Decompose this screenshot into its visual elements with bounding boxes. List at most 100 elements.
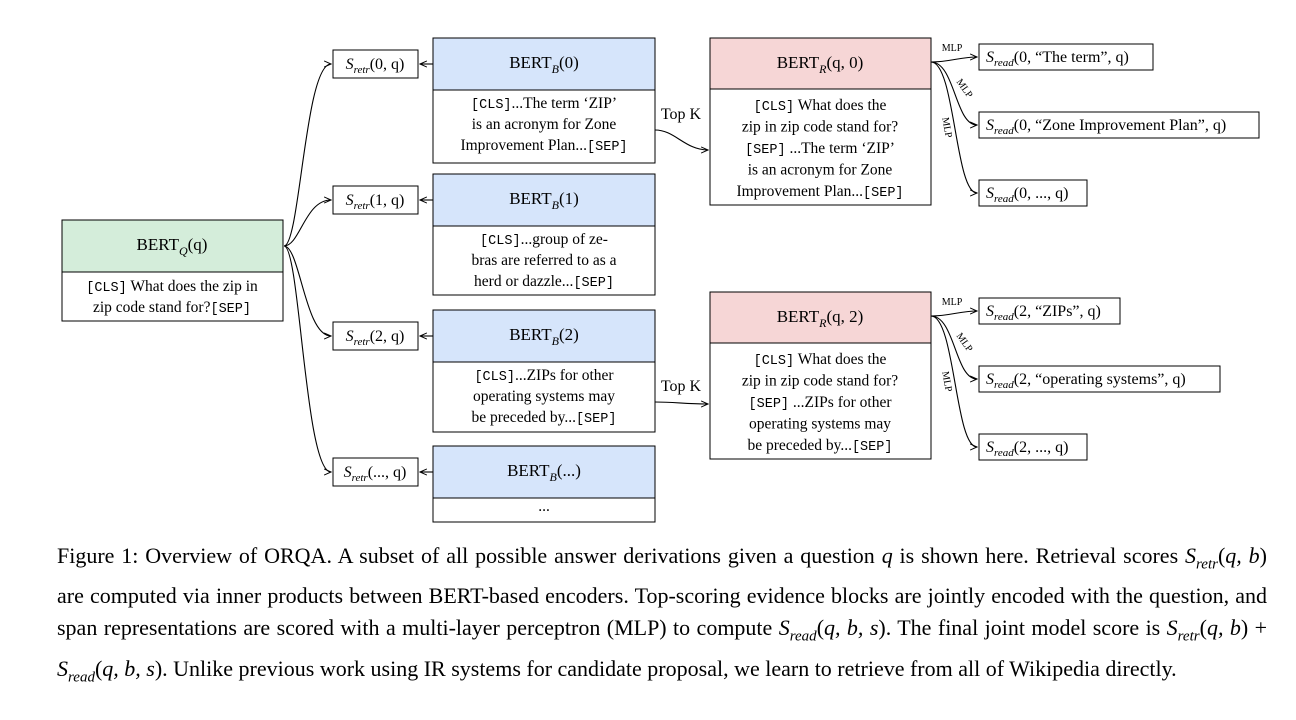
retrieval-score-3: Sretr(..., q)	[332, 457, 419, 487]
evidence-encoder-label: BERTB(1)	[509, 189, 579, 212]
reader-encoder-header	[709, 291, 932, 344]
caption-fragment: q, b	[1225, 543, 1260, 568]
read-score-0-2: Sread(0, ..., q)	[978, 179, 1088, 207]
reader-text-box	[709, 88, 932, 206]
caption-fragment: )	[1259, 543, 1267, 568]
mlp-label: MLP	[942, 43, 963, 54]
reader-0: BERTR(q, 0) [CLS] What does the zip in zip…	[661, 37, 975, 206]
evidence-block-0: BERTB(0) [CLS]...The term ‘ZIP’ is an acro…	[432, 37, 656, 164]
caption-fragment: is shown here. Retrieval scores	[892, 543, 1186, 568]
figure-caption: Figure 1: Overview of ORQA. A subset of …	[57, 540, 1267, 693]
evidence-block-2: BERTB(2)[CLS]...ZIPs for otheroperating …	[432, 309, 656, 433]
read-score-label: Sread(2, “ZIPs”, q)	[986, 303, 1101, 323]
read-score-box	[978, 433, 1088, 461]
mlp-arrow	[930, 315, 977, 379]
caption-fragment: )	[878, 615, 886, 641]
topk-arrow	[654, 402, 708, 404]
caption-fragment: are computed via inner products between …	[57, 583, 1267, 641]
evidence-text-line: is an acronym for Zone	[472, 116, 617, 133]
question-encoder-label: BERTQ(q)	[137, 235, 208, 258]
mlp-arrow	[930, 311, 977, 317]
reader-encoder-label: BERTR(q, 2)	[777, 307, 864, 330]
question-to-score-arrow	[283, 64, 331, 247]
evidence-text-box	[432, 225, 656, 296]
caption-fragment: S	[1166, 615, 1178, 641]
evidence-encoder-label: BERTB(2)	[509, 325, 579, 348]
question-text-box	[61, 271, 284, 322]
caption-subscript: retr	[1196, 556, 1218, 573]
caption-fragment: q	[881, 543, 893, 568]
retrieval-score-1: Sretr(1, q)	[332, 185, 419, 215]
retrieval-score-box	[332, 457, 419, 487]
retrieval-score-2: Sretr(2, q)	[332, 321, 419, 351]
reader-text-line: [SEP] ...The term ‘ZIP’	[745, 140, 895, 158]
caption-fragment: Figure 1: Overview of ORQA. A subset of …	[57, 543, 882, 568]
retrieval-score-label: Sretr(2, q)	[346, 328, 405, 348]
read-score-0-0: Sread(0, “The term”, q)	[978, 43, 1154, 71]
read-score-box	[978, 297, 1121, 325]
retrieval-score-label: Sretr(0, q)	[346, 56, 405, 76]
evidence-text-line: operating systems may	[473, 388, 615, 405]
caption-subscript: read	[789, 628, 817, 645]
diagram-edges	[283, 57, 977, 472]
evidence-encoder-label: BERTB(...)	[507, 461, 581, 484]
retrieval-score-label: Sretr(..., q)	[344, 464, 407, 484]
read-score-label: Sread(2, “operating systems”, q)	[986, 371, 1186, 391]
read-score-box	[978, 111, 1260, 139]
evidence-text-box	[432, 361, 656, 433]
caption-fragment: q, b, s	[102, 655, 155, 681]
evidence-text-line: herd or dazzle...[SEP]	[474, 273, 614, 291]
question-text-line: [CLS] What does the zip in	[86, 278, 258, 296]
evidence-encoder-label: BERTB(0)	[509, 53, 579, 76]
reader-text-line: [CLS] What does the	[754, 97, 887, 115]
topk-arrow	[654, 129, 708, 150]
read-score-1-1: Sread(2, “operating systems”, q)	[978, 365, 1221, 393]
evidence-text-line: Improvement Plan...[SEP]	[460, 137, 627, 155]
retrieval-score-label: Sretr(1, q)	[346, 192, 405, 212]
read-score-label: Sread(0, “Zone Improvement Plan”, q)	[986, 117, 1226, 137]
read-score-label: Sread(0, “The term”, q)	[986, 49, 1129, 69]
caption-fragment: (	[1217, 543, 1226, 568]
mlp-label: MLP	[939, 116, 953, 139]
evidence-text-box	[432, 497, 656, 523]
evidence-text-box	[432, 89, 656, 164]
caption-fragment: (	[1199, 615, 1207, 641]
read-score-box	[978, 365, 1221, 393]
topk-label: Top K	[661, 106, 702, 123]
reader-1: BERTR(q, 2) [CLS] What does the zip in zip…	[661, 291, 975, 460]
caption-fragment: (	[816, 615, 825, 641]
read-score-1-0: Sread(2, “ZIPs”, q)	[978, 297, 1121, 325]
caption-fragment: S	[57, 655, 68, 681]
reader-encoder-label: BERTR(q, 0)	[777, 53, 864, 76]
reader-text-line: zip in zip code stand for?	[742, 119, 898, 136]
mlp-arrow	[930, 315, 977, 447]
caption-fragment: q, b, s	[824, 615, 879, 641]
evidence-block-3: BERTB(...)...	[432, 445, 656, 523]
caption-fragment: q, b	[1206, 615, 1241, 641]
mlp-label: MLP	[939, 370, 953, 393]
read-score-box	[978, 43, 1154, 71]
caption-fragment: S	[1185, 543, 1197, 568]
reader-text-line: operating systems may	[749, 416, 891, 433]
reader-text-line: [CLS] What does the	[754, 351, 887, 369]
reader-text-line: [SEP] ...ZIPs for other	[749, 394, 893, 412]
evidence-block-1: BERTB(1)[CLS]...group of ze-bras are ref…	[432, 173, 656, 296]
evidence-text-line: ...	[538, 498, 550, 515]
caption-fragment: )	[154, 655, 163, 681]
reader-text-line: Improvement Plan...[SEP]	[736, 183, 903, 201]
caption-fragment: (	[94, 655, 103, 681]
topk-label: Top K	[661, 378, 702, 395]
read-score-1-2: Sread(2, ..., q)	[978, 433, 1088, 461]
evidence-text-line: [CLS]...The term ‘ZIP’	[471, 95, 617, 113]
question-to-score-arrow	[283, 245, 331, 472]
evidence-encoder-header	[432, 37, 656, 91]
reader-text-line: zip in zip code stand for?	[742, 373, 898, 390]
retrieval-score-box	[332, 49, 419, 79]
reader-text-box	[709, 342, 932, 460]
retrieval-score-box	[332, 321, 419, 351]
caption-fragment: S	[778, 615, 790, 641]
reader-text-line: be preceded by...[SEP]	[748, 437, 893, 455]
caption-fragment: . The final joint model score is	[885, 615, 1167, 641]
